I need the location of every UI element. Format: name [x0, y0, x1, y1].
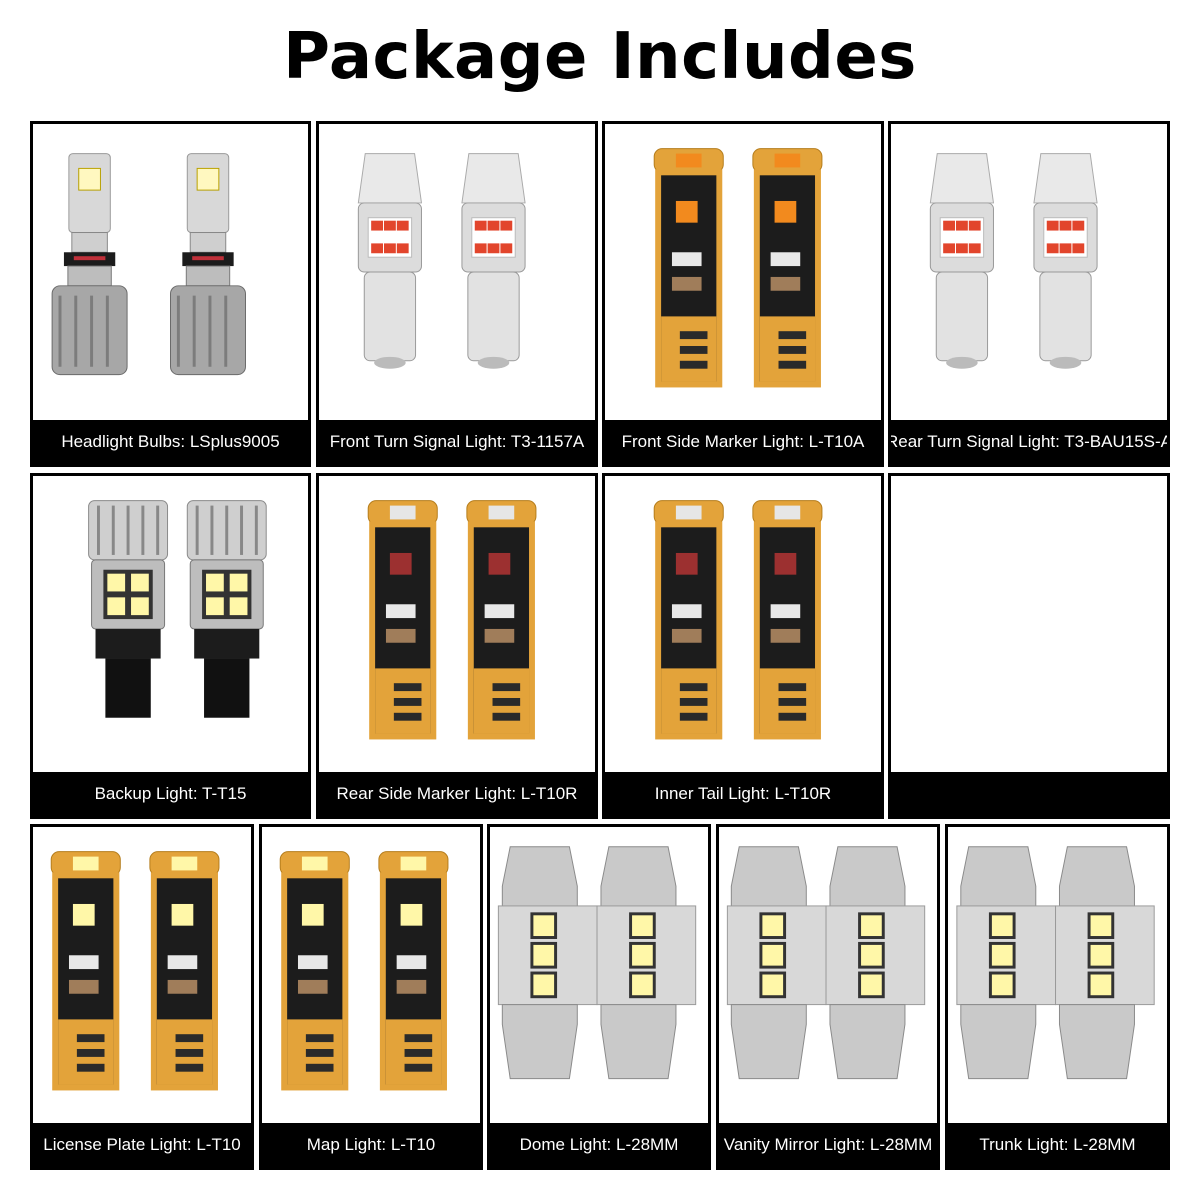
item-label: Backup Light: T-T15 [33, 772, 308, 816]
item-label: Rear Turn Signal Light: T3-BAU15S-A [891, 420, 1167, 464]
item-card-inner-tail: Inner Tail Light: L-T10R [602, 473, 884, 819]
empty-card [888, 473, 1170, 819]
item-card-rear-turn-signal: Rear Turn Signal Light: T3-BAU15S-A [888, 121, 1170, 467]
item-label: Rear Side Marker Light: L-T10R [319, 772, 595, 816]
t10-wedge-bulb-icon [262, 827, 480, 1123]
item-card-headlight: Headlight Bulbs: LSplus9005 [30, 121, 311, 467]
item-card-front-side-marker: Front Side Marker Light: L-T10A [602, 121, 884, 467]
item-label: Inner Tail Light: L-T10R [605, 772, 881, 816]
item-label: Vanity Mirror Light: L-28MM [719, 1123, 937, 1167]
headlight-bulb-icon [33, 124, 308, 420]
t15-backup-bulb-icon [33, 476, 308, 772]
turn-signal-bulb-icon [891, 124, 1167, 420]
item-card-backup-light: Backup Light: T-T15 [30, 473, 311, 819]
item-card-license-plate: License Plate Light: L-T10 [30, 824, 254, 1170]
item-card-map-light: Map Light: L-T10 [259, 824, 483, 1170]
item-card-rear-side-marker: Rear Side Marker Light: L-T10R [316, 473, 598, 819]
empty-label-bar [891, 772, 1167, 816]
item-card-front-turn-signal: Front Turn Signal Light: T3-1157A [316, 121, 598, 467]
item-card-dome-light: Dome Light: L-28MM [487, 824, 711, 1170]
item-label: Front Side Marker Light: L-T10A [605, 420, 881, 464]
festoon-bulb-icon [719, 827, 937, 1123]
item-card-trunk-light: Trunk Light: L-28MM [945, 824, 1170, 1170]
item-label: Headlight Bulbs: LSplus9005 [33, 420, 308, 464]
item-label: Dome Light: L-28MM [490, 1123, 708, 1167]
t10-wedge-bulb-icon [319, 476, 595, 772]
t10-wedge-bulb-icon [605, 124, 881, 420]
t10-wedge-bulb-icon [605, 476, 881, 772]
item-label: Front Turn Signal Light: T3-1157A [319, 420, 595, 464]
item-card-vanity-mirror: Vanity Mirror Light: L-28MM [716, 824, 940, 1170]
item-label: License Plate Light: L-T10 [33, 1123, 251, 1167]
t10-wedge-bulb-icon [33, 827, 251, 1123]
item-label: Map Light: L-T10 [262, 1123, 480, 1167]
festoon-bulb-icon [948, 827, 1167, 1123]
page-title: Package Includes [283, 20, 917, 94]
festoon-bulb-icon [490, 827, 708, 1123]
turn-signal-bulb-icon [319, 124, 595, 420]
item-label: Trunk Light: L-28MM [948, 1123, 1167, 1167]
